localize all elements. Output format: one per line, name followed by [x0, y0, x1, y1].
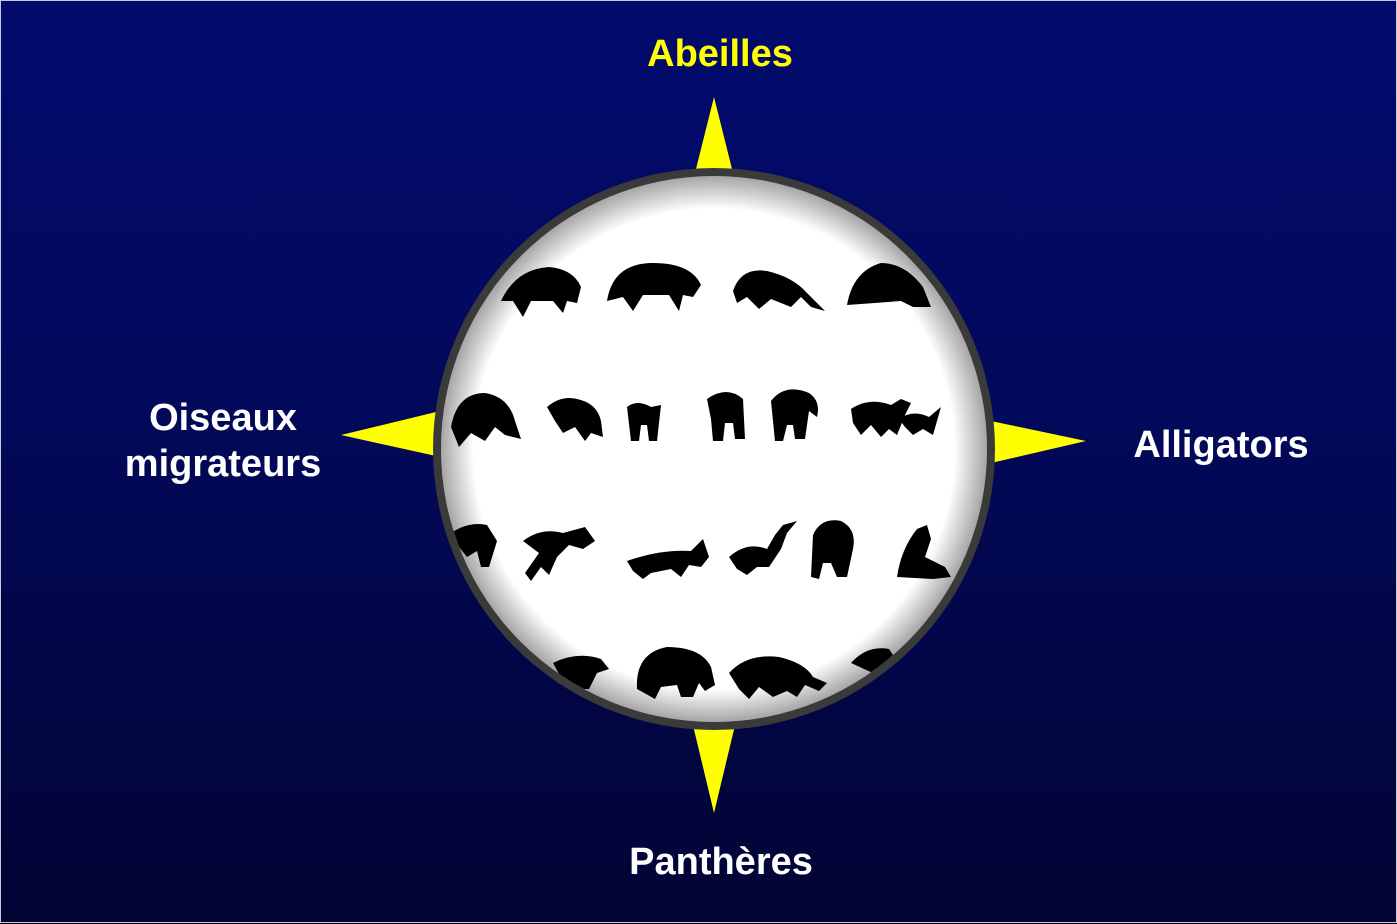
label-oiseaux-line1: Oiseaux: [73, 395, 373, 441]
label-alligators: Alligators: [1091, 422, 1351, 468]
label-oiseaux-migrateurs: Oiseaux migrateurs: [73, 395, 373, 487]
lens-edge-shadow: [441, 176, 987, 722]
arrow-south: [691, 717, 737, 813]
label-oiseaux-line2: migrateurs: [73, 441, 373, 487]
label-abeilles: Abeilles: [600, 31, 840, 77]
label-pantheres: Panthères: [581, 839, 861, 885]
arrow-east: [991, 421, 1086, 463]
